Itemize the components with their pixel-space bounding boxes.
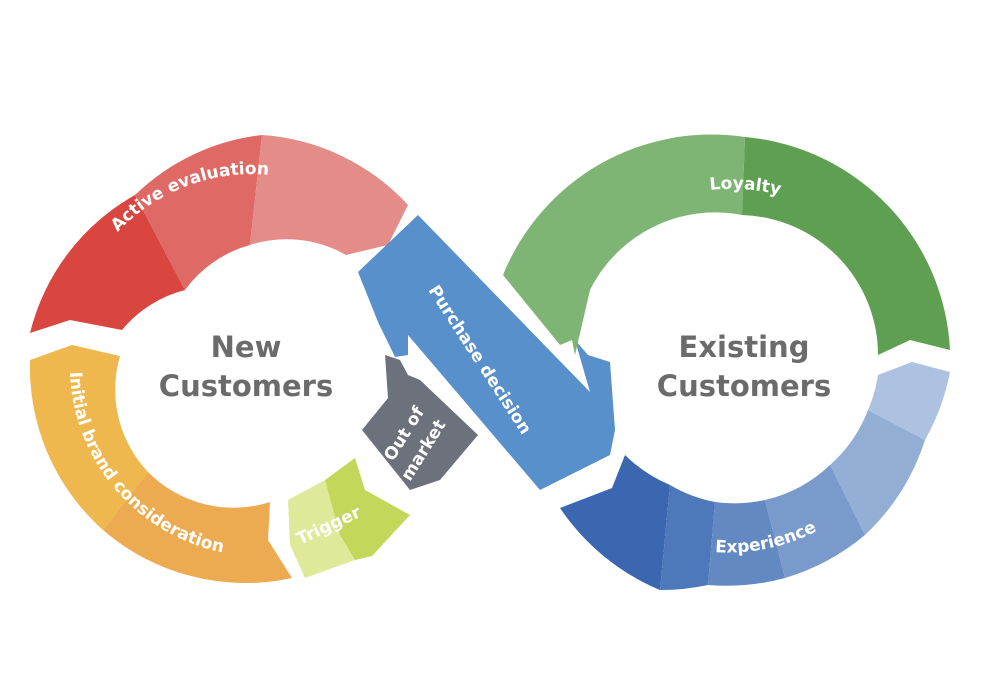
experience-part-6 xyxy=(868,362,950,440)
new-customers-label-line2: Customers xyxy=(159,369,333,403)
experience-part-5 xyxy=(830,410,925,535)
existing-customers-label-line2: Customers xyxy=(657,369,831,403)
segment-experience[interactable]: Experience xyxy=(560,362,950,591)
segment-active-evaluation[interactable]: Active evaluation xyxy=(30,135,408,333)
existing-customers-label-line1: Existing xyxy=(679,330,810,364)
new-customers-label-line1: New xyxy=(211,330,282,364)
segment-loyalty[interactable]: Loyalty xyxy=(503,134,950,355)
experience-part-2 xyxy=(660,485,715,591)
experience-part-4 xyxy=(765,465,865,578)
initial-brand-consideration-part-1 xyxy=(29,345,148,530)
trigger-part-1 xyxy=(288,480,355,578)
out-of-market-shape xyxy=(362,355,478,490)
purchase-decision-shape xyxy=(358,215,615,490)
loyalty-part-2 xyxy=(742,137,950,355)
active-evaluation-part-1 xyxy=(30,195,185,333)
initial-brand-consideration-part-2 xyxy=(103,472,292,584)
segment-out-of-market[interactable]: Out of market xyxy=(362,355,478,490)
trigger-part-2 xyxy=(325,458,410,560)
loyalty-part-1 xyxy=(503,134,745,355)
experience-part-1 xyxy=(560,455,670,590)
active-evaluation-part-3 xyxy=(250,135,408,255)
segment-trigger[interactable]: Trigger xyxy=(288,458,410,578)
experience-part-3 xyxy=(708,500,785,586)
active-evaluation-part-2 xyxy=(135,135,262,290)
